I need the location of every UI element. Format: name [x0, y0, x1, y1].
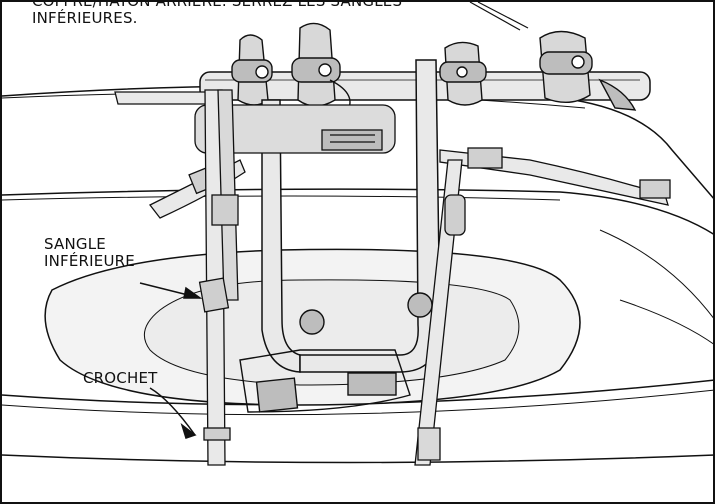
bike-cradle-1 — [231, 34, 273, 106]
leader-hook — [149, 387, 196, 436]
instruction-line-1: COFFRE/HAYON ARRIÈRE. SERREZ LES SANGLES — [32, 0, 403, 10]
instruction-line-2: INFÉRIEURES. — [32, 9, 138, 27]
strap-upper-right — [439, 147, 671, 206]
bike-cradle-3 — [439, 41, 487, 106]
rear-window-edge — [469, 1, 529, 31]
arrow-hook — [180, 422, 197, 439]
lower-strap-label-line-1: SANGLE — [44, 235, 106, 253]
lower-strap-label: SANGLE INFÉRIEURE — [44, 236, 135, 270]
leader-lines — [139, 282, 203, 439]
bike-cradle-4 — [539, 30, 637, 111]
arrow-lower-strap — [183, 286, 203, 299]
bike-cradle-2 — [291, 22, 351, 116]
instruction-text: COFFRE/HAYON ARRIÈRE. SERREZ LES SANGLES… — [32, 0, 402, 27]
lower-strap-label-line-2: INFÉRIEURE — [44, 252, 135, 270]
rack-rear-bracket — [194, 104, 396, 154]
strap-lower-right — [414, 159, 466, 466]
rack-lower-feet — [239, 292, 433, 413]
body-crease-lines — [599, 229, 715, 346]
hook-label: CROCHET — [83, 369, 158, 387]
strap-lower-left — [198, 89, 239, 466]
